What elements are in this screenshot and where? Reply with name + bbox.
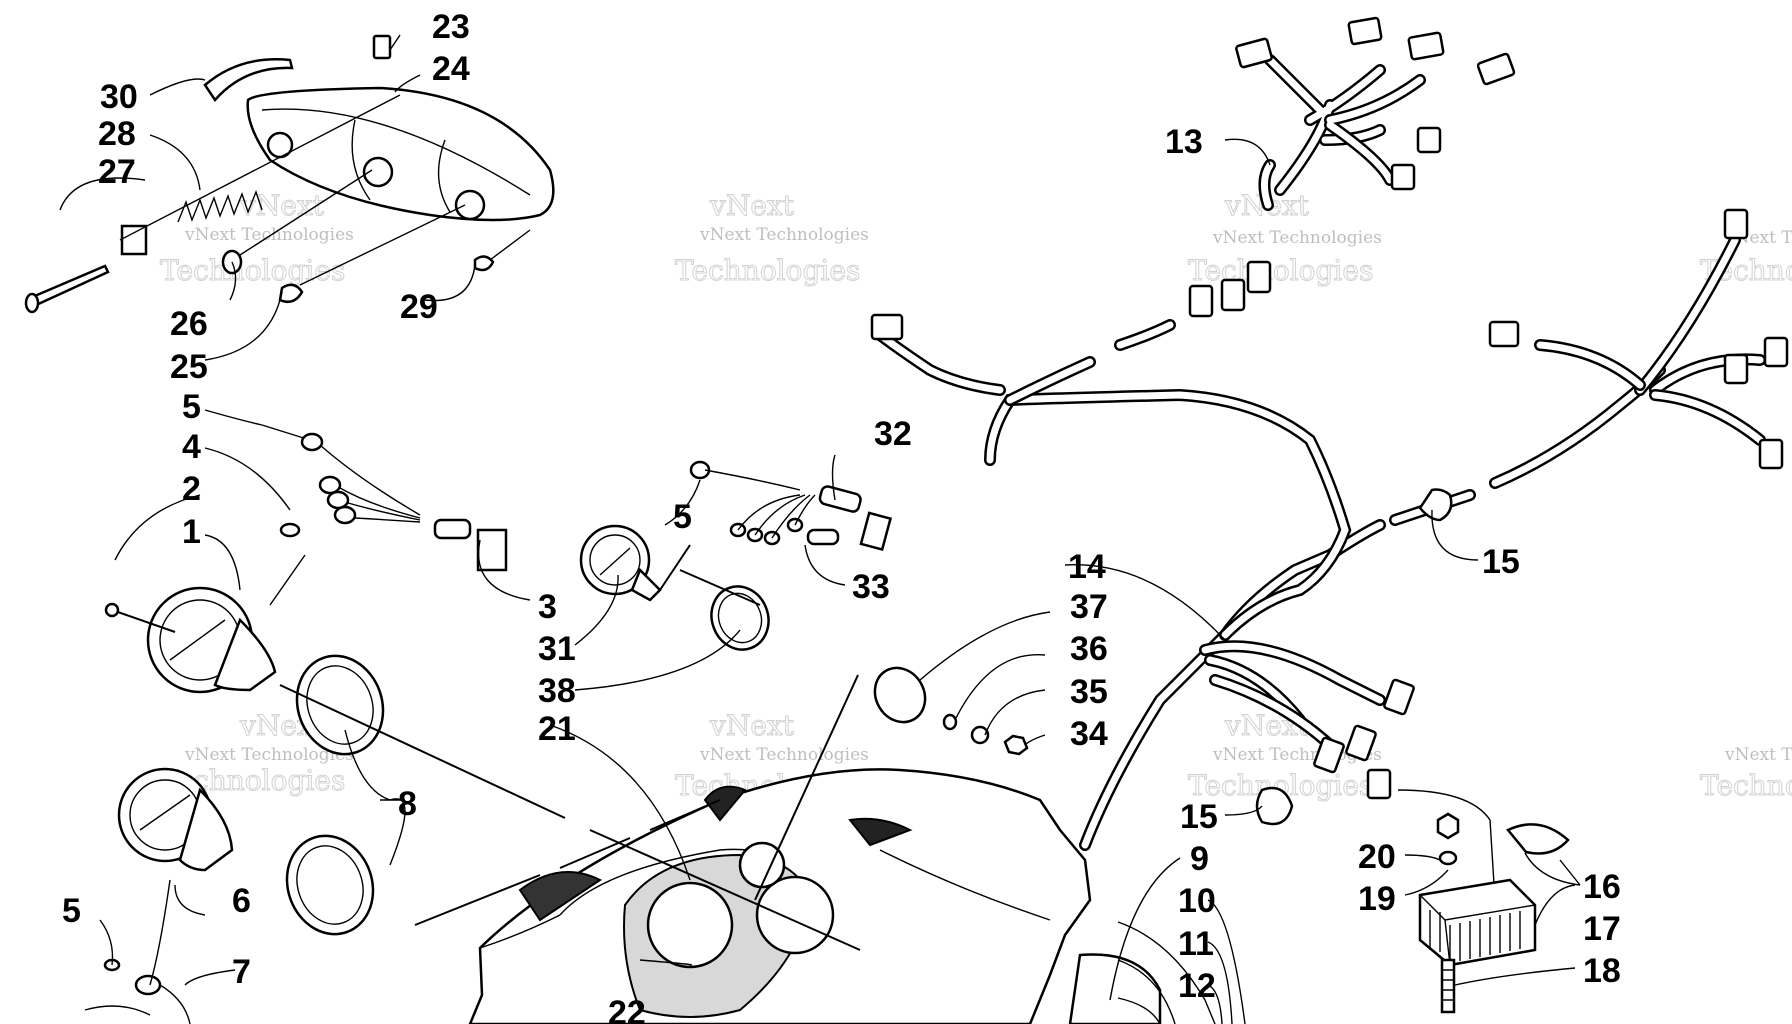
callout-1: 1 bbox=[182, 513, 201, 551]
watermark-mid: vNext Technologies bbox=[1212, 228, 1382, 248]
watermark-mid: vNext Technologies bbox=[184, 745, 354, 765]
callout-36: 36 bbox=[1070, 630, 1108, 668]
callout-5: 5 bbox=[673, 498, 692, 536]
callout-11: 11 bbox=[1178, 925, 1214, 963]
watermark-top: vNext bbox=[239, 189, 325, 222]
gauge-rings bbox=[285, 654, 385, 936]
callout-23: 23 bbox=[432, 8, 470, 46]
callout-24: 24 bbox=[432, 50, 470, 88]
callout-15: 15 bbox=[1482, 543, 1520, 581]
watermark-top: vNext bbox=[709, 709, 795, 742]
callout-8: 8 bbox=[398, 785, 417, 823]
callout-26: 26 bbox=[170, 305, 208, 343]
headlight-assembly bbox=[24, 34, 555, 314]
leader-lines bbox=[59, 34, 1581, 1024]
callout-27: 27 bbox=[98, 153, 136, 191]
rectifier bbox=[1418, 812, 1570, 1014]
watermark-bottom: Technologies bbox=[1700, 769, 1792, 802]
callout-31: 31 bbox=[538, 630, 576, 668]
watermark: vNext vNext Technologies Technologies bbox=[160, 189, 354, 288]
watermark-mid: vNext Technologies bbox=[184, 225, 354, 245]
callout-3: 3 bbox=[538, 588, 557, 626]
callout-10: 10 bbox=[1178, 882, 1216, 920]
callout-9: 9 bbox=[1190, 840, 1209, 878]
callout-20: 20 bbox=[1358, 838, 1396, 876]
gauge-lower bbox=[117, 767, 234, 872]
callout-6: 6 bbox=[232, 882, 251, 920]
callout-7: 7 bbox=[232, 953, 251, 991]
callout-2: 2 bbox=[182, 470, 201, 508]
callout-12: 12 bbox=[1178, 967, 1216, 1005]
callout-25: 25 bbox=[170, 348, 208, 386]
callout-38: 38 bbox=[538, 672, 576, 710]
watermark-mid: vNext Technologies bbox=[699, 745, 869, 765]
callout-19: 19 bbox=[1358, 880, 1396, 918]
gauge-upper bbox=[104, 586, 277, 694]
callout-21: 21 bbox=[538, 710, 576, 748]
callout-18: 18 bbox=[1583, 952, 1621, 990]
callout-22: 22 bbox=[608, 994, 646, 1024]
callout-29: 29 bbox=[400, 288, 438, 326]
watermarks: vNext vNext Technologies Technologies vN… bbox=[160, 189, 1792, 803]
callout-32: 32 bbox=[874, 415, 912, 453]
watermark-mid: vNext Technologies bbox=[1724, 745, 1792, 765]
watermark-mid: vNext Technologies bbox=[699, 225, 869, 245]
watermark-bottom: Technologies bbox=[160, 254, 345, 287]
watermark-bottom: Technologies bbox=[1188, 254, 1373, 287]
wiring-harness bbox=[870, 16, 1789, 1024]
callout-30: 30 bbox=[100, 78, 138, 116]
callout-34: 34 bbox=[1070, 715, 1108, 753]
watermark-bottom: Technologies bbox=[675, 254, 860, 287]
callout-5: 5 bbox=[62, 892, 81, 930]
callout-28: 28 bbox=[98, 115, 136, 153]
watermark: vNext vNext Technologies Technologies bbox=[675, 189, 869, 288]
callout-15: 15 bbox=[1180, 798, 1218, 836]
callout-35: 35 bbox=[1070, 673, 1108, 711]
callout-17: 17 bbox=[1583, 910, 1621, 948]
console bbox=[468, 768, 1092, 1024]
bulb-sockets-left bbox=[84, 424, 508, 1024]
callout-4: 4 bbox=[182, 428, 201, 466]
watermark-top: vNext bbox=[709, 189, 795, 222]
callout-37: 37 bbox=[1070, 588, 1108, 626]
watermark: vNext Technologies Technologies bbox=[1700, 745, 1792, 803]
callout-labels: 1 2 3 4 5 5 5 6 7 8 9 10 11 12 13 14 15 … bbox=[62, 8, 1621, 1024]
callout-33: 33 bbox=[852, 568, 890, 606]
callout-14: 14 bbox=[1068, 548, 1106, 586]
callout-13: 13 bbox=[1165, 123, 1203, 161]
callout-16: 16 bbox=[1583, 868, 1621, 906]
watermark: vNext vNext Technologies Technologies bbox=[1188, 189, 1382, 288]
callout-5: 5 bbox=[182, 388, 201, 426]
